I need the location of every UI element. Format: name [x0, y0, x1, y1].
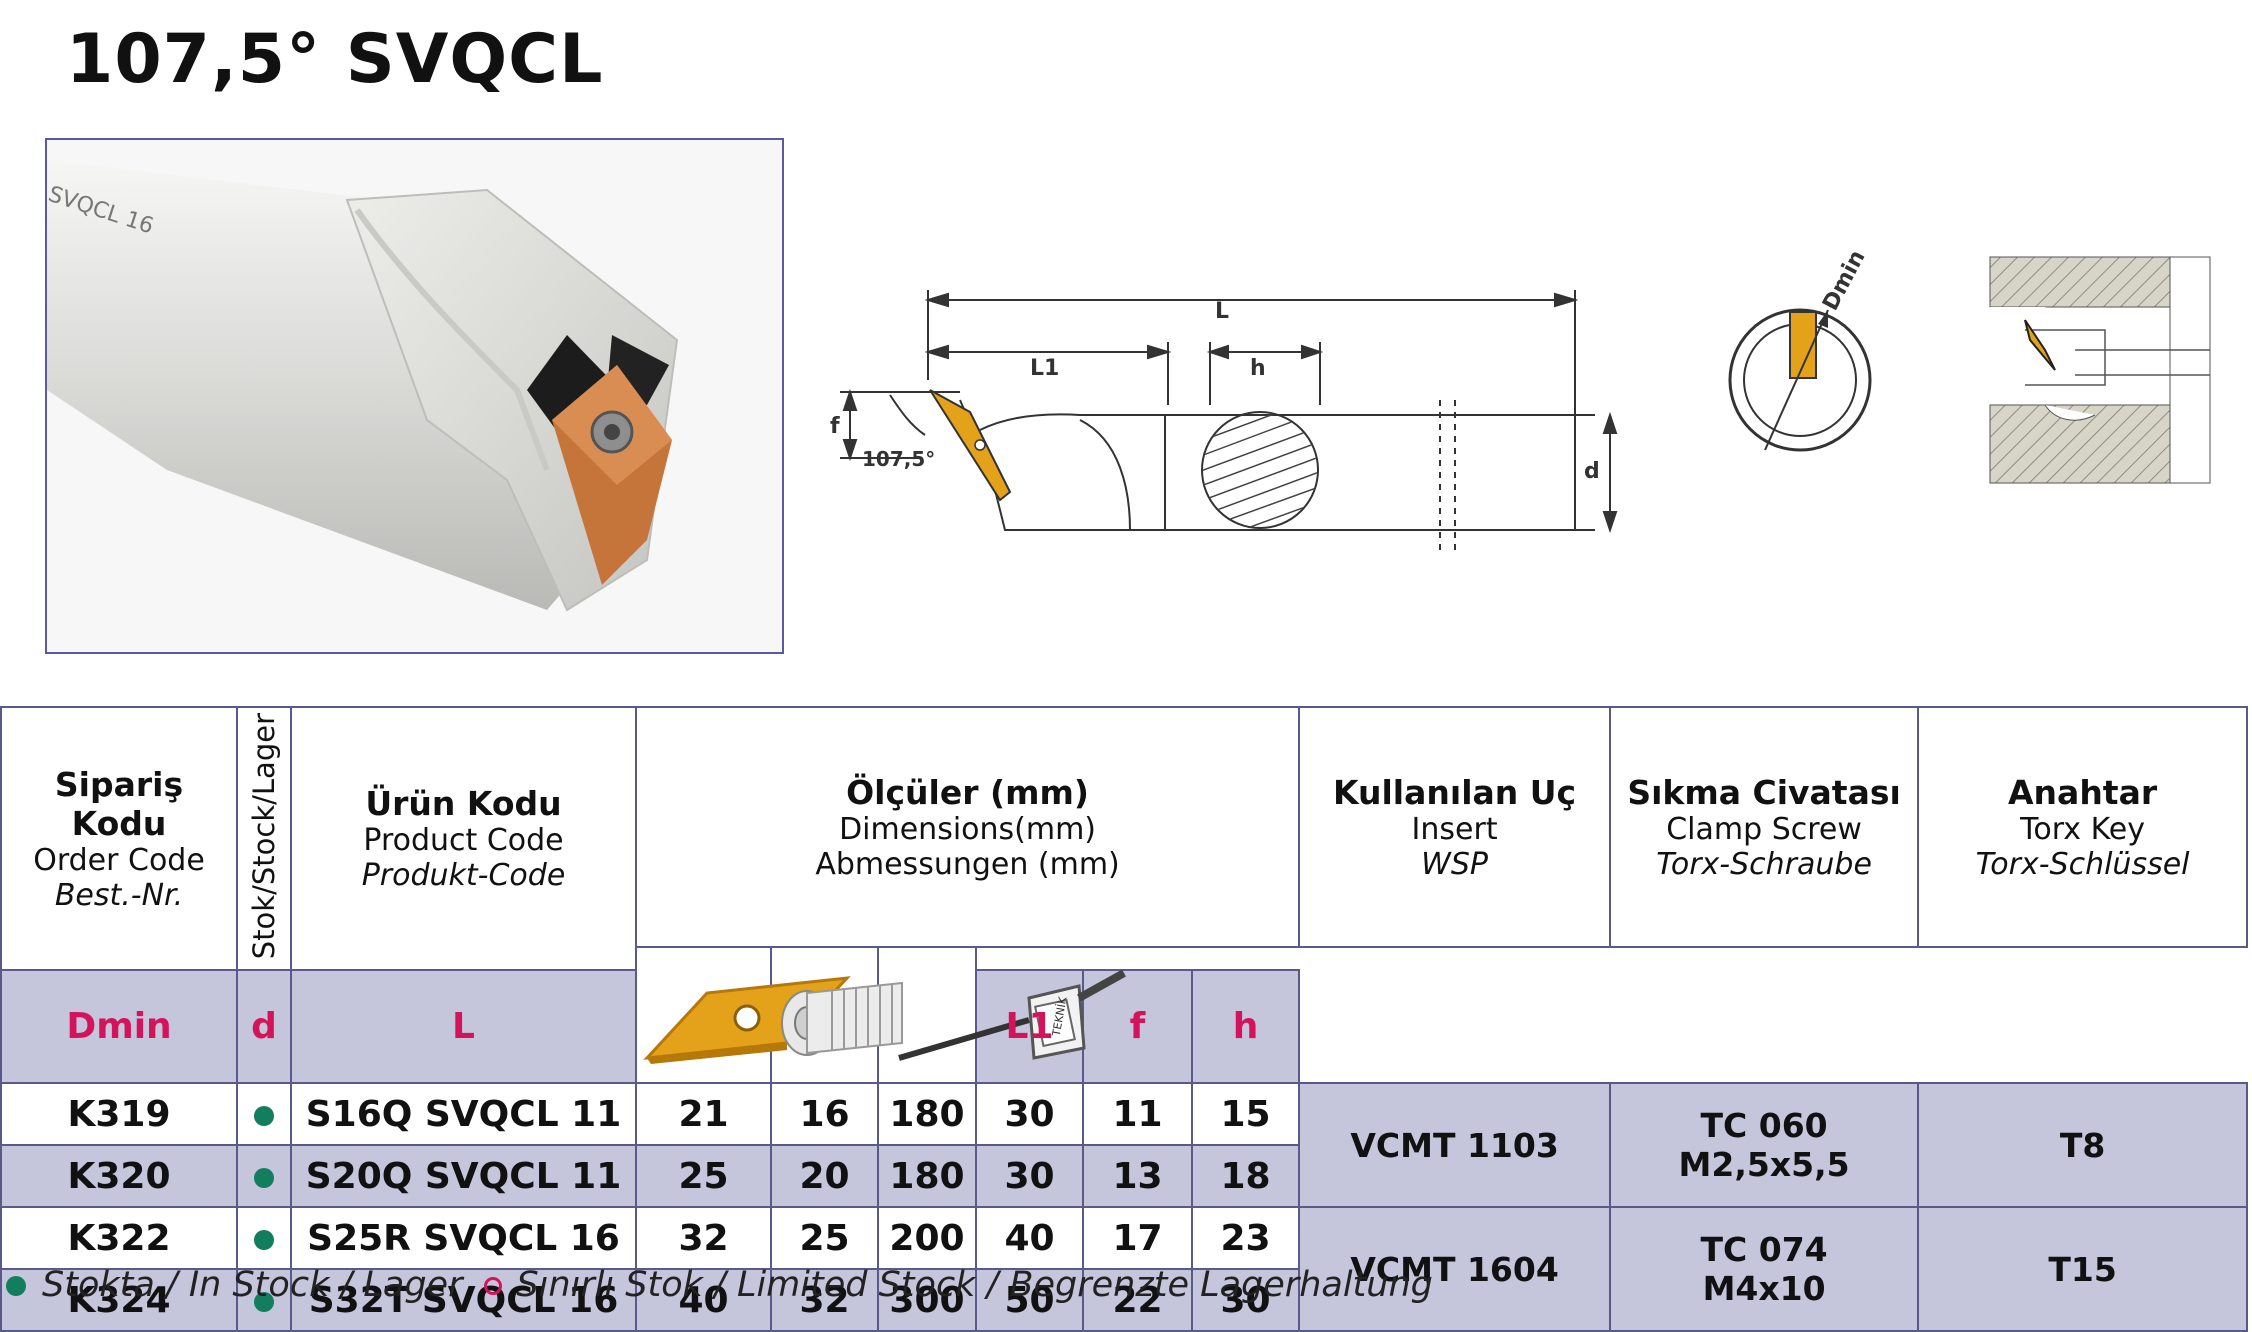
in-stock-dot-icon — [254, 1229, 274, 1250]
label-L1: L1 — [1030, 356, 1059, 381]
torx-key: T15 — [1917, 1206, 2249, 1332]
dim-dmin: 40 — [635, 1268, 772, 1332]
stock-legend: Stokta / In Stock / Lager Sınırlı Stok / … — [6, 1265, 1433, 1305]
dim-L: 200 — [877, 1206, 977, 1270]
dim-dmin: 32 — [635, 1206, 772, 1270]
in-stock-dot-icon — [6, 1276, 26, 1296]
screw-size: M4x10 — [1702, 1269, 1826, 1308]
key-image-cell: TEKNİK — [877, 946, 1126, 1084]
insert-code: VCMT 1604 — [1298, 1206, 1612, 1332]
table-row: K324 S32T SVQCL 16 40 32 300 50 22 30 — [0, 1268, 2247, 1332]
header-order-code: Sipariş Kodu Order Code Best.-Nr. — [0, 706, 238, 971]
tool-holder-illustration: SVQCL 16 — [47, 140, 782, 652]
header-dimensions: Ölçüler (mm) Dimensions(mm) Abmessungen … — [634, 706, 1301, 948]
label-h: h — [1250, 356, 1266, 381]
dim-h: 23 — [1190, 1206, 1301, 1270]
dim-header-dmin: Dmin — [0, 969, 238, 1084]
legend-in-stock: Stokta / In Stock / Lager — [42, 1265, 463, 1305]
label-L: L — [1215, 299, 1229, 324]
product-table: Sipariş Kodu Order Code Best.-Nr. Stok/S… — [0, 706, 2249, 1332]
limited-stock-circle-icon — [484, 1277, 503, 1295]
in-stock-dot-icon — [254, 1105, 274, 1126]
torx-key: T8 — [1917, 1082, 2249, 1208]
table-row: K322 S25R SVQCL 16 32 25 200 40 17 23 VC… — [0, 1206, 2249, 1332]
dim-dmin: 21 — [635, 1082, 772, 1146]
label-angle: 107,5° — [862, 447, 935, 471]
dim-L: 180 — [877, 1144, 977, 1208]
product-code: S20Q SVQCL 11 — [290, 1144, 637, 1208]
dim-d: 32 — [770, 1268, 879, 1332]
legend-limited-stock: Sınırlı Stok / Limited Stock / Begrenzte… — [516, 1265, 1433, 1305]
header-insert: Kullanılan Uç Insert WSP — [1298, 706, 1612, 948]
dim-f: 17 — [1082, 1206, 1193, 1270]
dim-d: 16 — [770, 1082, 879, 1146]
screw-code: TC 074 — [1700, 1230, 1828, 1269]
order-code: K322 — [0, 1206, 238, 1270]
dim-L1: 30 — [975, 1082, 1084, 1146]
dmin-diagram: Dmin — [1728, 246, 1872, 452]
table-row: K320 S20Q SVQCL 11 25 20 180 30 13 18 — [0, 1144, 2247, 1208]
product-photo: SVQCL 16 — [45, 138, 784, 654]
dim-h: 18 — [1190, 1144, 1301, 1208]
insert-code: VCMT 1103 — [1298, 1082, 1612, 1208]
dim-h: 30 — [1190, 1268, 1301, 1332]
dim-f: 11 — [1082, 1082, 1193, 1146]
dim-L: 180 — [877, 1082, 977, 1146]
header-product-code: Ürün Kodu Product Code Produkt-Code — [290, 706, 637, 971]
order-code: K319 — [0, 1082, 238, 1146]
in-stock-dot-icon — [254, 1167, 274, 1188]
label-d: d — [1584, 459, 1600, 484]
dim-h: 15 — [1190, 1082, 1301, 1146]
label-dmin: Dmin — [1818, 246, 1870, 315]
dim-f: 13 — [1082, 1144, 1193, 1208]
clamp-screw: TC 060 M2,5x5,5 — [1609, 1082, 1920, 1208]
stock-indicator — [236, 1082, 292, 1146]
dim-header-d: d — [236, 969, 292, 1084]
screw-code: TC 060 — [1700, 1106, 1828, 1145]
dimension-drawing: L L1 h f d 107,5° — [830, 290, 1618, 550]
screw-size: M2,5x5,5 — [1678, 1145, 1850, 1184]
stock-indicator — [236, 1206, 292, 1270]
dim-header-L: L — [290, 969, 637, 1084]
dim-d: 25 — [770, 1206, 879, 1270]
dim-d: 20 — [770, 1144, 879, 1208]
product-code: S25R SVQCL 16 — [290, 1206, 637, 1270]
stock-indicator — [236, 1268, 292, 1332]
dim-dmin: 25 — [635, 1144, 772, 1208]
insert-image-cell — [635, 946, 851, 1084]
dim-L1: 50 — [975, 1268, 1084, 1332]
dim-L1: 30 — [975, 1144, 1084, 1208]
boring-diagram — [1989, 256, 2211, 484]
clamp-screw: TC 074 M4x10 — [1609, 1206, 1920, 1332]
page-title: 107,5° SVQCL — [66, 20, 604, 99]
header-torx-key: Anahtar Torx Key Torx-Schlüssel — [1917, 706, 2249, 948]
table-row: K319 S16Q SVQCL 11 21 16 180 30 11 15 VC… — [0, 1082, 2249, 1208]
in-stock-dot-icon — [254, 1291, 274, 1312]
dim-f: 22 — [1082, 1268, 1193, 1332]
product-code: S16Q SVQCL 11 — [290, 1082, 637, 1146]
dim-header-h: h — [1190, 969, 1301, 1084]
order-code: K320 — [0, 1144, 238, 1208]
stock-indicator — [236, 1144, 292, 1208]
screw-image-cell — [770, 946, 903, 1084]
dim-L: 300 — [877, 1268, 977, 1332]
header-clamp-screw: Sıkma Civatası Clamp Screw Torx-Schraube — [1609, 706, 1920, 948]
header-stock: Stok/Stock/Lager — [236, 706, 292, 971]
product-code: S32T SVQCL 16 — [290, 1268, 637, 1332]
label-f: f — [830, 414, 840, 439]
dim-L1: 40 — [975, 1206, 1084, 1270]
